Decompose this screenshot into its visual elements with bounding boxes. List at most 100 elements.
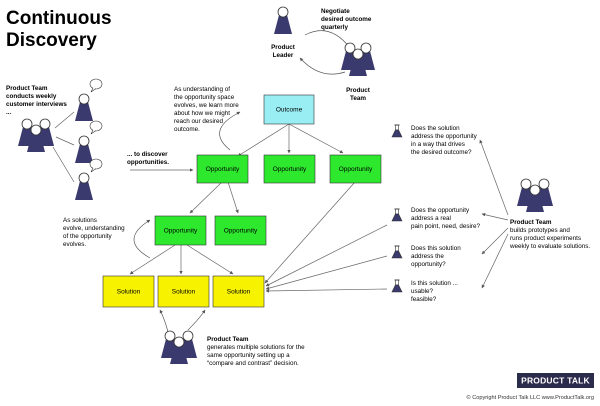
product-team-top-label: Product Team — [346, 87, 371, 102]
title-line-2: Discovery — [6, 30, 97, 51]
opportunity-box-2 — [263, 154, 316, 184]
edge-outcome-opp3 — [288, 123, 344, 154]
speech-bubble-icon — [89, 158, 103, 173]
question-3-label: Does this solution address the opportuni… — [411, 245, 461, 268]
opportunity-box-5 — [214, 215, 267, 246]
person-icon — [74, 135, 94, 164]
svg-text:runs product experiments: runs product experiments — [510, 235, 581, 242]
edge-opp4-sol1 — [129, 244, 176, 275]
solution-box-1 — [102, 275, 155, 308]
edge-team-q1 — [479, 139, 509, 216]
opportunity-box-3 — [329, 154, 382, 184]
question-1-label: Does the solution address the opportunit… — [411, 125, 478, 156]
title-line-1: Continuous — [6, 8, 112, 29]
solutions-evolve-label: As solutions evolve, understanding of th… — [63, 217, 125, 248]
svg-text:Product Team: Product Team — [510, 219, 552, 226]
solution-label-3: Solution — [227, 289, 251, 296]
edge-q2 — [265, 224, 388, 287]
curve-generate-right — [187, 309, 206, 331]
understanding-space-label: As understanding of the opportunity spac… — [174, 86, 239, 133]
svg-text:Product: Product — [271, 44, 296, 51]
experiments-label: Product Team builds prototypes and runs … — [509, 219, 590, 250]
svg-text:weekly to evaluate solutions.: weekly to evaluate solutions. — [509, 243, 590, 250]
person-group-icon — [340, 42, 376, 77]
svg-text:Product Team: Product Team — [207, 336, 249, 343]
svg-text:customer interviews: customer interviews — [6, 101, 67, 108]
curve-understanding — [219, 111, 241, 151]
svg-text:pain point, need, desire?: pain point, need, desire? — [411, 223, 480, 230]
edge-opp1-opp5 — [227, 181, 239, 214]
svg-text:Negotiate: Negotiate — [321, 8, 350, 15]
svg-text:As understanding of: As understanding of — [174, 86, 230, 93]
curve-team-leader — [299, 57, 346, 75]
svg-text:Product: Product — [346, 87, 371, 94]
edge-team-q4 — [481, 233, 509, 289]
opportunity-box-1 — [196, 154, 249, 184]
outcome-box — [263, 94, 315, 125]
opportunity-label-3: Opportunity — [339, 166, 373, 173]
person-icon — [74, 93, 94, 122]
person-group-icon — [17, 118, 55, 153]
svg-text:about how we might: about how we might — [174, 110, 230, 117]
edge-q1 — [264, 181, 356, 284]
solution-label-1: Solution — [117, 289, 141, 296]
svg-text:the opportunity space: the opportunity space — [174, 94, 235, 101]
edge-q3 — [265, 255, 388, 290]
curve-solutions-evolve — [133, 219, 151, 259]
opportunity-label-4: Opportunity — [164, 228, 198, 235]
speech-bubble-icon — [89, 78, 103, 93]
brand-badge — [517, 373, 594, 388]
edge-team-q2 — [481, 213, 509, 221]
product-leader-label: Product Leader — [271, 44, 296, 59]
outcome-label: Outcome — [276, 107, 303, 114]
svg-text:usable?: usable? — [411, 288, 434, 295]
edge-team-q3 — [481, 227, 509, 255]
edge-q4 — [265, 288, 388, 293]
svg-text:address the: address the — [411, 253, 444, 260]
solution-box-3 — [212, 275, 265, 308]
question-2-label: Does the opportunity address a real pain… — [411, 207, 480, 230]
discover-label: ... to discover opportunities. — [127, 151, 169, 166]
svg-text:same opportunity setting up a: same opportunity setting up a — [207, 352, 290, 359]
svg-text:evolves.: evolves. — [63, 241, 86, 248]
opportunity-label-1: Opportunity — [206, 166, 240, 173]
svg-text:in a way that drives: in a way that drives — [411, 141, 465, 148]
flask-icon — [391, 245, 403, 259]
svg-text:feasible?: feasible? — [411, 296, 437, 303]
svg-text:the desired outcome?: the desired outcome? — [411, 149, 472, 156]
svg-text:of the opportunity: of the opportunity — [63, 233, 113, 240]
svg-text:Does the solution: Does the solution — [411, 125, 460, 132]
solution-label-2: Solution — [172, 289, 196, 296]
edge-opp1-opp4 — [189, 181, 223, 214]
svg-text:As solutions: As solutions — [63, 217, 97, 224]
svg-text:conducts weekly: conducts weekly — [6, 93, 57, 100]
svg-text:builds prototypes and: builds prototypes and — [510, 227, 570, 234]
svg-text:evolves, we learn more: evolves, we learn more — [174, 102, 239, 109]
flask-icon — [391, 279, 403, 293]
person-group-icon — [516, 178, 554, 213]
svg-text:outcome.: outcome. — [174, 126, 200, 133]
svg-text:Leader: Leader — [273, 52, 294, 59]
svg-text:address the opportunity: address the opportunity — [411, 133, 478, 140]
svg-text:opportunity?: opportunity? — [411, 261, 446, 268]
svg-text:reach our desired: reach our desired — [174, 118, 224, 125]
flask-icon — [391, 124, 403, 138]
solution-box-2 — [157, 275, 210, 308]
interviews-label: Product Team conducts weekly customer in… — [6, 85, 67, 116]
generates-label: Product Team generates multiple solution… — [207, 336, 305, 367]
edge-outcome-opp1 — [237, 123, 290, 157]
negotiate-label: Negotiate desired outcome quarterly — [321, 8, 372, 31]
brand-label: PRODUCT TALK — [521, 376, 590, 386]
svg-text:address a real: address a real — [411, 215, 451, 222]
svg-text:Does this solution: Does this solution — [411, 245, 461, 252]
speech-bubble-icon — [89, 120, 103, 135]
svg-text:quarterly: quarterly — [321, 24, 348, 31]
svg-text:opportunities.: opportunities. — [127, 159, 169, 166]
person-group-icon — [160, 330, 198, 365]
edge-interview-3 — [52, 146, 75, 183]
curve-generate-left — [159, 309, 169, 333]
copyright: © Copyright Product Talk LLC www.Product… — [467, 394, 594, 401]
question-4-label: Is this solution ... usable? feasible? — [411, 280, 458, 303]
person-icon — [273, 6, 293, 35]
